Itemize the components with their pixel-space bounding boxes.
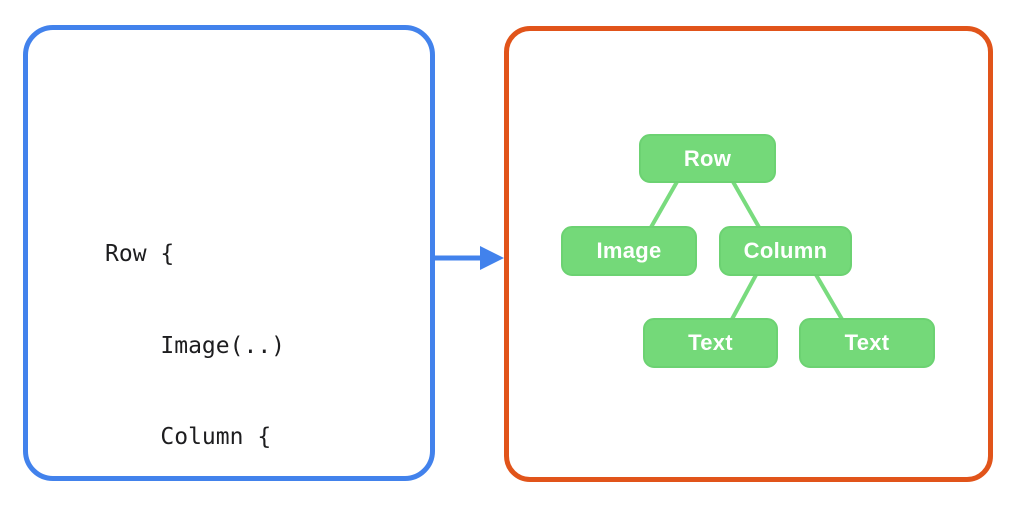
tree-node-row: Row — [639, 134, 776, 183]
right-arrow-icon — [434, 246, 504, 270]
code-panel: Row { Image(..) Column { Text(..) Text(.… — [23, 25, 435, 481]
code-line: Column { — [105, 424, 272, 450]
code-line: Row { — [105, 241, 175, 267]
tree-node-text-2: Text — [799, 318, 935, 368]
code-line: Image(..) — [105, 332, 286, 359]
code-block: Row { Image(..) Column { Text(..) Text(.… — [105, 178, 327, 506]
tree-node-column: Column — [719, 226, 852, 276]
tree-node-text-1: Text — [643, 318, 778, 368]
tree-node-image: Image — [561, 226, 697, 276]
